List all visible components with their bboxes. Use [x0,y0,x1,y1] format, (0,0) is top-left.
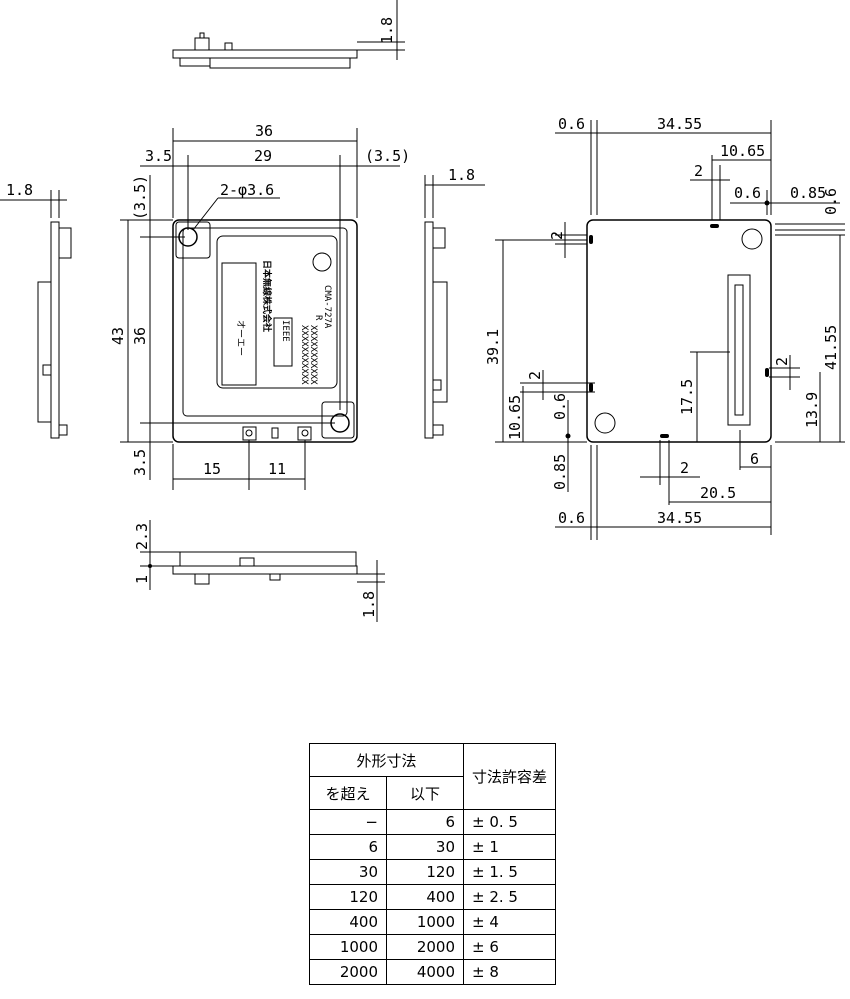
cell-over: 400 [309,909,387,935]
dim-connector-pitch: 11 [268,460,286,478]
dim-slot-width: 2 [694,162,703,180]
front-view: CMA-727A R XXXXXXXXXXX XXXXXXXXXXX IEEE … [109,122,410,490]
dim-right-margin: 0.6 [822,188,840,215]
tolerance-header-over: を超え [309,776,387,810]
left-side-view: 1.8 [0,181,72,439]
cell-under: 2000 [386,934,464,960]
tolerance-header-under: 以下 [386,776,464,810]
dim-height-total: 43 [109,327,127,345]
dim-conn-height: 17.5 [678,379,696,415]
label-serial-a: XXXXXXXXXXX [308,325,318,385]
cell-under: 4000 [386,959,464,985]
dim-right-offset: (3.5) [365,147,410,165]
top-view-height-label: 1.8 [378,17,396,44]
cell-over: 30 [309,859,387,885]
label-standard: IEEE [280,320,290,342]
dim-top-width: 34.55 [657,115,702,133]
label-maker: 日本無線株式会社 [261,260,273,332]
dim-connector-left: 15 [203,460,221,478]
dim-bottom-right: 6 [750,450,759,468]
dim-left-slot: 2 [548,231,566,240]
cell-over: 120 [309,884,387,910]
right-side-view: 1.8 [424,166,485,439]
cell-under: 120 [386,859,464,885]
dim-width-total: 36 [255,122,273,140]
cell-under: 1000 [386,909,464,935]
bottom-view-height-c-label: 1.8 [360,591,378,618]
cell-tolerance: ± 6 [463,934,556,960]
dim-lower-left-b: 0.6 [551,393,569,420]
right-side-thickness-label: 1.8 [448,166,475,184]
label-model: CMA-727A [322,285,332,329]
cell-tolerance: ± 8 [463,959,556,985]
dim-hole-vertical-pitch: 36 [131,327,149,345]
dim-bottom-width: 34.55 [657,509,702,527]
label-serial-prefix: R [313,315,323,321]
cell-under: 30 [386,834,464,860]
table-row: 120 400 ± 2. 5 [309,884,556,910]
dim-top-offset: (3.5) [131,175,149,220]
label-side-text: オーエー [235,320,246,356]
cell-over: 1000 [309,934,387,960]
dim-height-left: 39.1 [484,329,502,365]
cell-tolerance: ± 1. 5 [463,859,556,885]
table-row: 6 30 ± 1 [309,834,556,860]
pattern-view: 0.6 34.55 10.65 2 0.6 0.85 0.6 2 39.1 41… [484,115,845,540]
dim-right-slot: 2 [773,357,791,366]
dim-height-right: 41.55 [822,325,840,370]
cell-tolerance: ± 2. 5 [463,884,556,910]
table-row: 1000 2000 ± 6 [309,934,556,960]
tolerance-header-size: 外形寸法 [309,743,464,777]
left-side-thickness-label: 1.8 [6,181,33,199]
table-row: 30 120 ± 1. 5 [309,859,556,885]
dim-bottom-slot: 2 [680,459,689,477]
tolerance-header-tolerance: 寸法許容差 [463,743,556,810]
dim-small-slot: 2 [526,371,544,380]
cell-under: 400 [386,884,464,910]
cell-under: 6 [386,809,464,835]
dim-right-b: 0.85 [790,184,826,202]
dim-bottom-left: 0.6 [558,509,585,527]
cell-tolerance: ± 0. 5 [463,809,556,835]
bottom-view-height-a-label: 2.3 [133,523,151,550]
top-view: 1.8 [172,0,405,69]
dim-right-a: 0.6 [734,184,761,202]
dim-hole-callout: 2-φ3.6 [220,181,274,199]
tolerance-table: 外形寸法 寸法許容差 を超え 以下 − 6 ± 0. 5 6 30 ± 1 30… [309,743,556,985]
dim-lower-left-a: 10.65 [506,395,524,440]
cell-over: − [309,809,387,835]
dim-bottom-offset: 3.5 [131,449,149,476]
dim-top-left: 0.6 [558,115,585,133]
bottom-view-height-b-label: 1 [133,575,151,584]
table-row: 2000 4000 ± 8 [309,959,556,985]
bottom-view: 2.3 1 1.8 [133,520,385,622]
table-row: 400 1000 ± 4 [309,909,556,935]
table-row: − 6 ± 0. 5 [309,809,556,835]
dim-bottom-offset: 20.5 [700,484,736,502]
dim-right-height: 13.9 [803,392,821,428]
cell-tolerance: ± 1 [463,834,556,860]
label-serial-b: XXXXXXXXXXX [299,325,309,385]
dim-hole-pitch: 29 [254,147,272,165]
dim-slot-offset: 10.65 [720,142,765,160]
cell-tolerance: ± 4 [463,909,556,935]
dim-left-offset: 3.5 [145,147,172,165]
dim-lower-left-c: 0.85 [551,454,569,490]
cell-over: 2000 [309,959,387,985]
cell-over: 6 [309,834,387,860]
